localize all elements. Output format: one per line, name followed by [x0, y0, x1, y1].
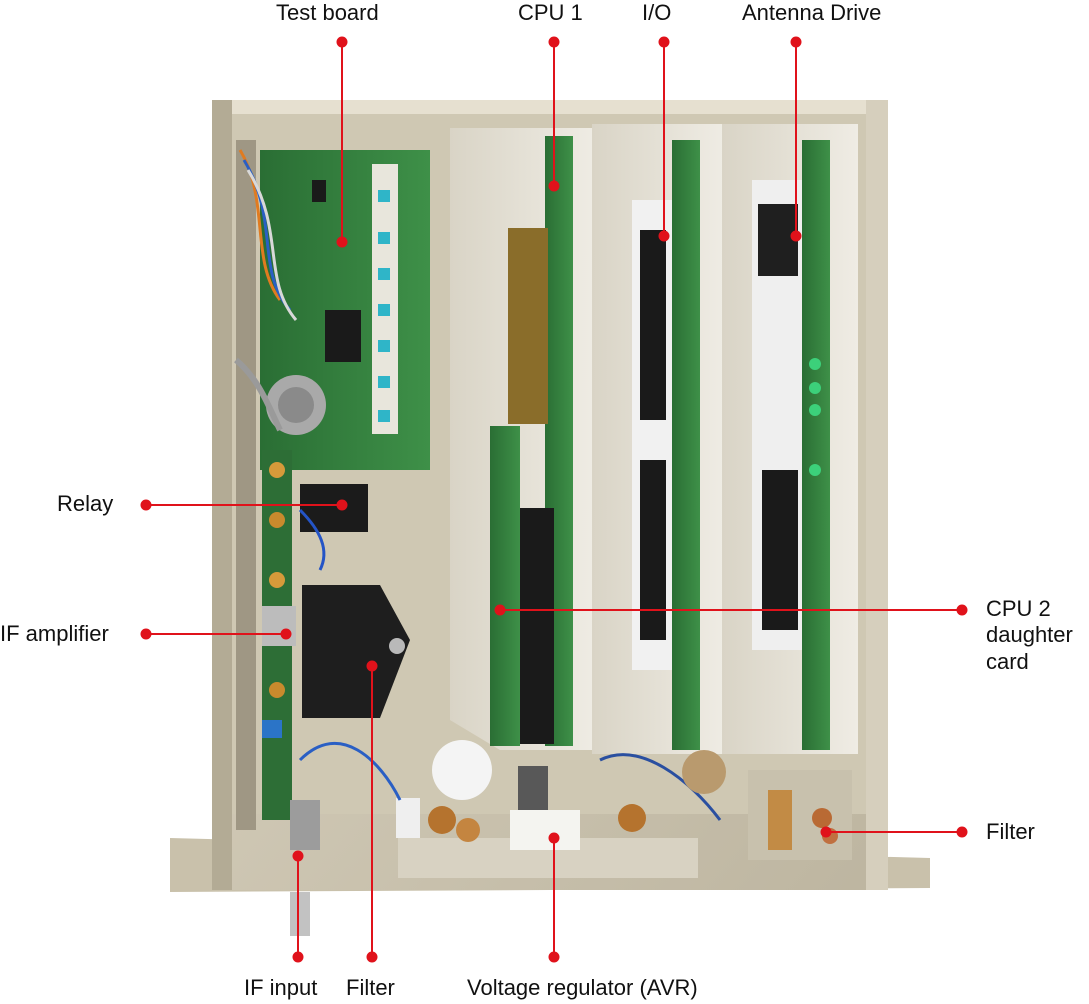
label-relay: Relay [57, 491, 114, 516]
label-cpu1: CPU 1 [518, 0, 583, 25]
leader-test-board [336, 36, 348, 248]
leader-relay [140, 499, 348, 511]
leader-voltage-regulator [548, 832, 560, 963]
card-cage [450, 124, 858, 754]
filter-block [302, 585, 410, 718]
leader-cpu1 [548, 36, 560, 192]
leader-if-input [292, 850, 304, 963]
label-voltage-regulator: Voltage regulator (AVR) [467, 975, 698, 1000]
leader-filter-bottom [366, 660, 378, 963]
leader-if-amplifier [140, 628, 292, 640]
leader-io [658, 36, 670, 242]
label-antenna-drive: Antenna Drive [742, 0, 882, 25]
label-filter-right: Filter [986, 819, 1035, 844]
label-filter-bottom: Filter [346, 975, 395, 1000]
label-cpu2-line2: daughter [986, 622, 1073, 648]
label-if-amplifier: IF amplifier [0, 621, 109, 646]
label-test-board: Test board [276, 0, 379, 25]
right-filter-area [682, 750, 852, 860]
relay-component [298, 484, 368, 571]
power-section [290, 740, 722, 936]
leader-antenna-drive [790, 36, 802, 242]
leader-filter-right [820, 826, 968, 838]
label-if-input: IF input [244, 975, 318, 1000]
label-cpu2-line1: CPU 2 [986, 596, 1051, 621]
label-io: I/O [642, 0, 672, 25]
leader-cpu2 [494, 604, 968, 616]
label-cpu2-daughter-card: CPU 2 daughter card [986, 596, 1073, 675]
label-cpu2-line3: card [986, 648, 1029, 674]
wiring-harness [234, 140, 298, 830]
